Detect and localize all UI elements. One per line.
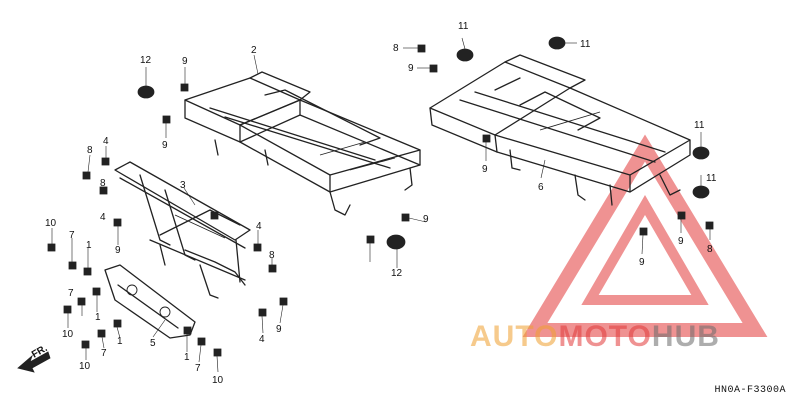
callout-label: 9: [423, 214, 429, 225]
callout-label: 1: [86, 240, 92, 251]
callout-label: 9: [182, 56, 188, 67]
callout-label: 4: [259, 334, 265, 345]
front-direction-arrow: FR.: [17, 343, 51, 373]
callout-label: 10: [79, 361, 91, 372]
callout-label: 11: [706, 173, 717, 184]
diagram-code: HN0A-F3300A: [714, 385, 786, 396]
callout-label: 9: [162, 140, 168, 151]
callout-label: 9: [115, 245, 121, 256]
callout-label: 8: [269, 250, 275, 261]
leader-lines: [51, 37, 711, 373]
callout-label: 8: [100, 178, 106, 189]
callout-label: 4: [256, 221, 262, 232]
callout-label: 7: [101, 348, 107, 359]
callout-label: 8: [707, 244, 713, 255]
callout-label: 7: [69, 230, 75, 241]
callout-label: 10: [62, 329, 74, 340]
callout-label: 1: [184, 352, 190, 363]
watermark-triangle: [522, 134, 768, 337]
callout-label: 9: [276, 324, 282, 335]
carrier-bracket-part-3: [114, 161, 251, 299]
callout-label: 10: [45, 218, 57, 229]
watermark-text-auto: AUTO: [470, 320, 559, 353]
callout-label: 8: [393, 43, 399, 54]
callout-label: 9: [678, 236, 684, 247]
callout-label: 9: [482, 164, 488, 175]
callout-label: 4: [100, 212, 106, 223]
callout-label: 12: [391, 268, 403, 279]
callout-label: 12: [140, 55, 152, 66]
front-carrier-part-6: [429, 54, 691, 206]
watermark-text-moto: MOTO: [558, 320, 652, 353]
skid-plate-part-5: [104, 264, 196, 339]
callout-label: 11: [694, 120, 705, 131]
rear-carrier-part-2: [184, 71, 421, 216]
callout-label: 6: [538, 182, 544, 193]
callout-label: 1: [95, 312, 101, 323]
callout-label: 9: [408, 63, 414, 74]
callout-label: 10: [212, 375, 224, 386]
callout-label: 11: [580, 39, 591, 50]
callout-label: 3: [180, 180, 186, 191]
callout-label: 5: [150, 338, 156, 349]
callout-label: 4: [103, 136, 109, 147]
callout-label: 2: [251, 45, 257, 56]
watermark-text-hub: HUB: [651, 320, 720, 353]
callout-label: 8: [87, 145, 93, 156]
callout-labels: 12 9 2 9 8 4 8 3 4 9 10 7 1 4 8 9 12 7 1…: [45, 21, 717, 386]
callout-label: 11: [458, 21, 469, 32]
callout-label: 9: [639, 257, 645, 268]
callout-label: 7: [195, 363, 201, 374]
hardware-parts: [47, 36, 714, 357]
callout-label: 1: [117, 336, 123, 347]
callout-label: 7: [68, 288, 74, 299]
